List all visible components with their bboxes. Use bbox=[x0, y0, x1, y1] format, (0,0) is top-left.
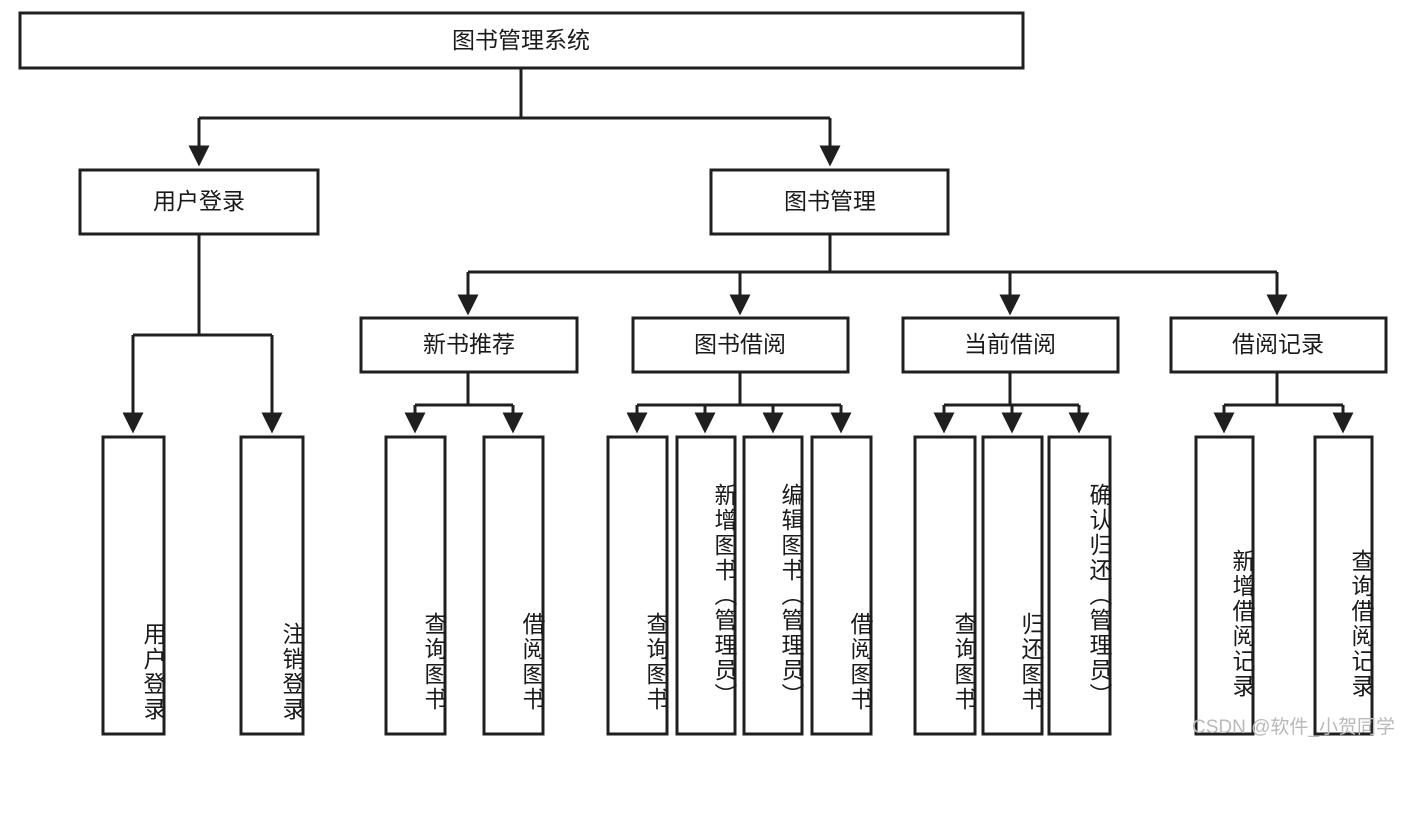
node-book-borrow-label: 图书借阅 bbox=[694, 331, 786, 357]
node-new-book-recommend-label: 新书推荐 bbox=[423, 331, 515, 357]
node-root-label: 图书管理系统 bbox=[452, 27, 590, 53]
diagram-canvas-container: 图书管理系统 用户登录 图书管理 新书推荐 图书借阅 当前借阅 借阅记录 bbox=[18, 11, 1395, 738]
nodes-group: 图书管理系统 用户登录 图书管理 新书推荐 图书借阅 当前借阅 借阅记录 bbox=[18, 11, 1388, 736]
node-borrow-record-label: 借阅记录 bbox=[1232, 331, 1324, 357]
node-leaf-user-login-box[interactable] bbox=[101, 435, 166, 736]
node-leaf-query-book-2-box[interactable] bbox=[606, 435, 669, 736]
node-leaf-logout-box[interactable] bbox=[239, 435, 305, 736]
node-new-book-recommend-box[interactable] bbox=[359, 316, 579, 374]
node-leaf-add-record-box[interactable] bbox=[1194, 435, 1255, 736]
node-borrow-record-box[interactable] bbox=[1169, 316, 1388, 374]
node-book-manage-box[interactable] bbox=[709, 168, 950, 236]
node-leaf-edit-book-box[interactable] bbox=[742, 435, 804, 736]
node-leaf-borrow-book-1-box[interactable] bbox=[482, 435, 545, 736]
node-leaf-add-book-box[interactable] bbox=[675, 435, 737, 736]
connectors-group bbox=[122, 68, 1354, 434]
node-leaf-return-book-box[interactable] bbox=[981, 435, 1044, 736]
node-current-borrow-box[interactable] bbox=[901, 316, 1120, 374]
node-leaf-query-book-1-box[interactable] bbox=[384, 435, 447, 736]
node-book-manage-label: 图书管理 bbox=[784, 188, 876, 214]
node-leaf-query-record-box[interactable] bbox=[1313, 435, 1374, 736]
node-current-borrow-label: 当前借阅 bbox=[964, 331, 1056, 357]
node-book-borrow-box[interactable] bbox=[631, 316, 850, 374]
node-root-box[interactable] bbox=[18, 11, 1025, 70]
hierarchy-diagram: 图书管理系统 用户登录 图书管理 新书推荐 图书借阅 当前借阅 借阅记录 bbox=[18, 11, 1388, 736]
csdn-watermark: CSDN @软件_小贺同学 bbox=[1192, 717, 1395, 738]
node-leaf-query-book-3-box[interactable] bbox=[913, 435, 977, 736]
node-user-login-label: 用户登录 bbox=[153, 188, 245, 214]
node-leaf-confirm-return-box[interactable] bbox=[1047, 435, 1112, 736]
node-user-login-box[interactable] bbox=[78, 168, 320, 236]
node-leaf-borrow-book-2-box[interactable] bbox=[810, 435, 873, 736]
